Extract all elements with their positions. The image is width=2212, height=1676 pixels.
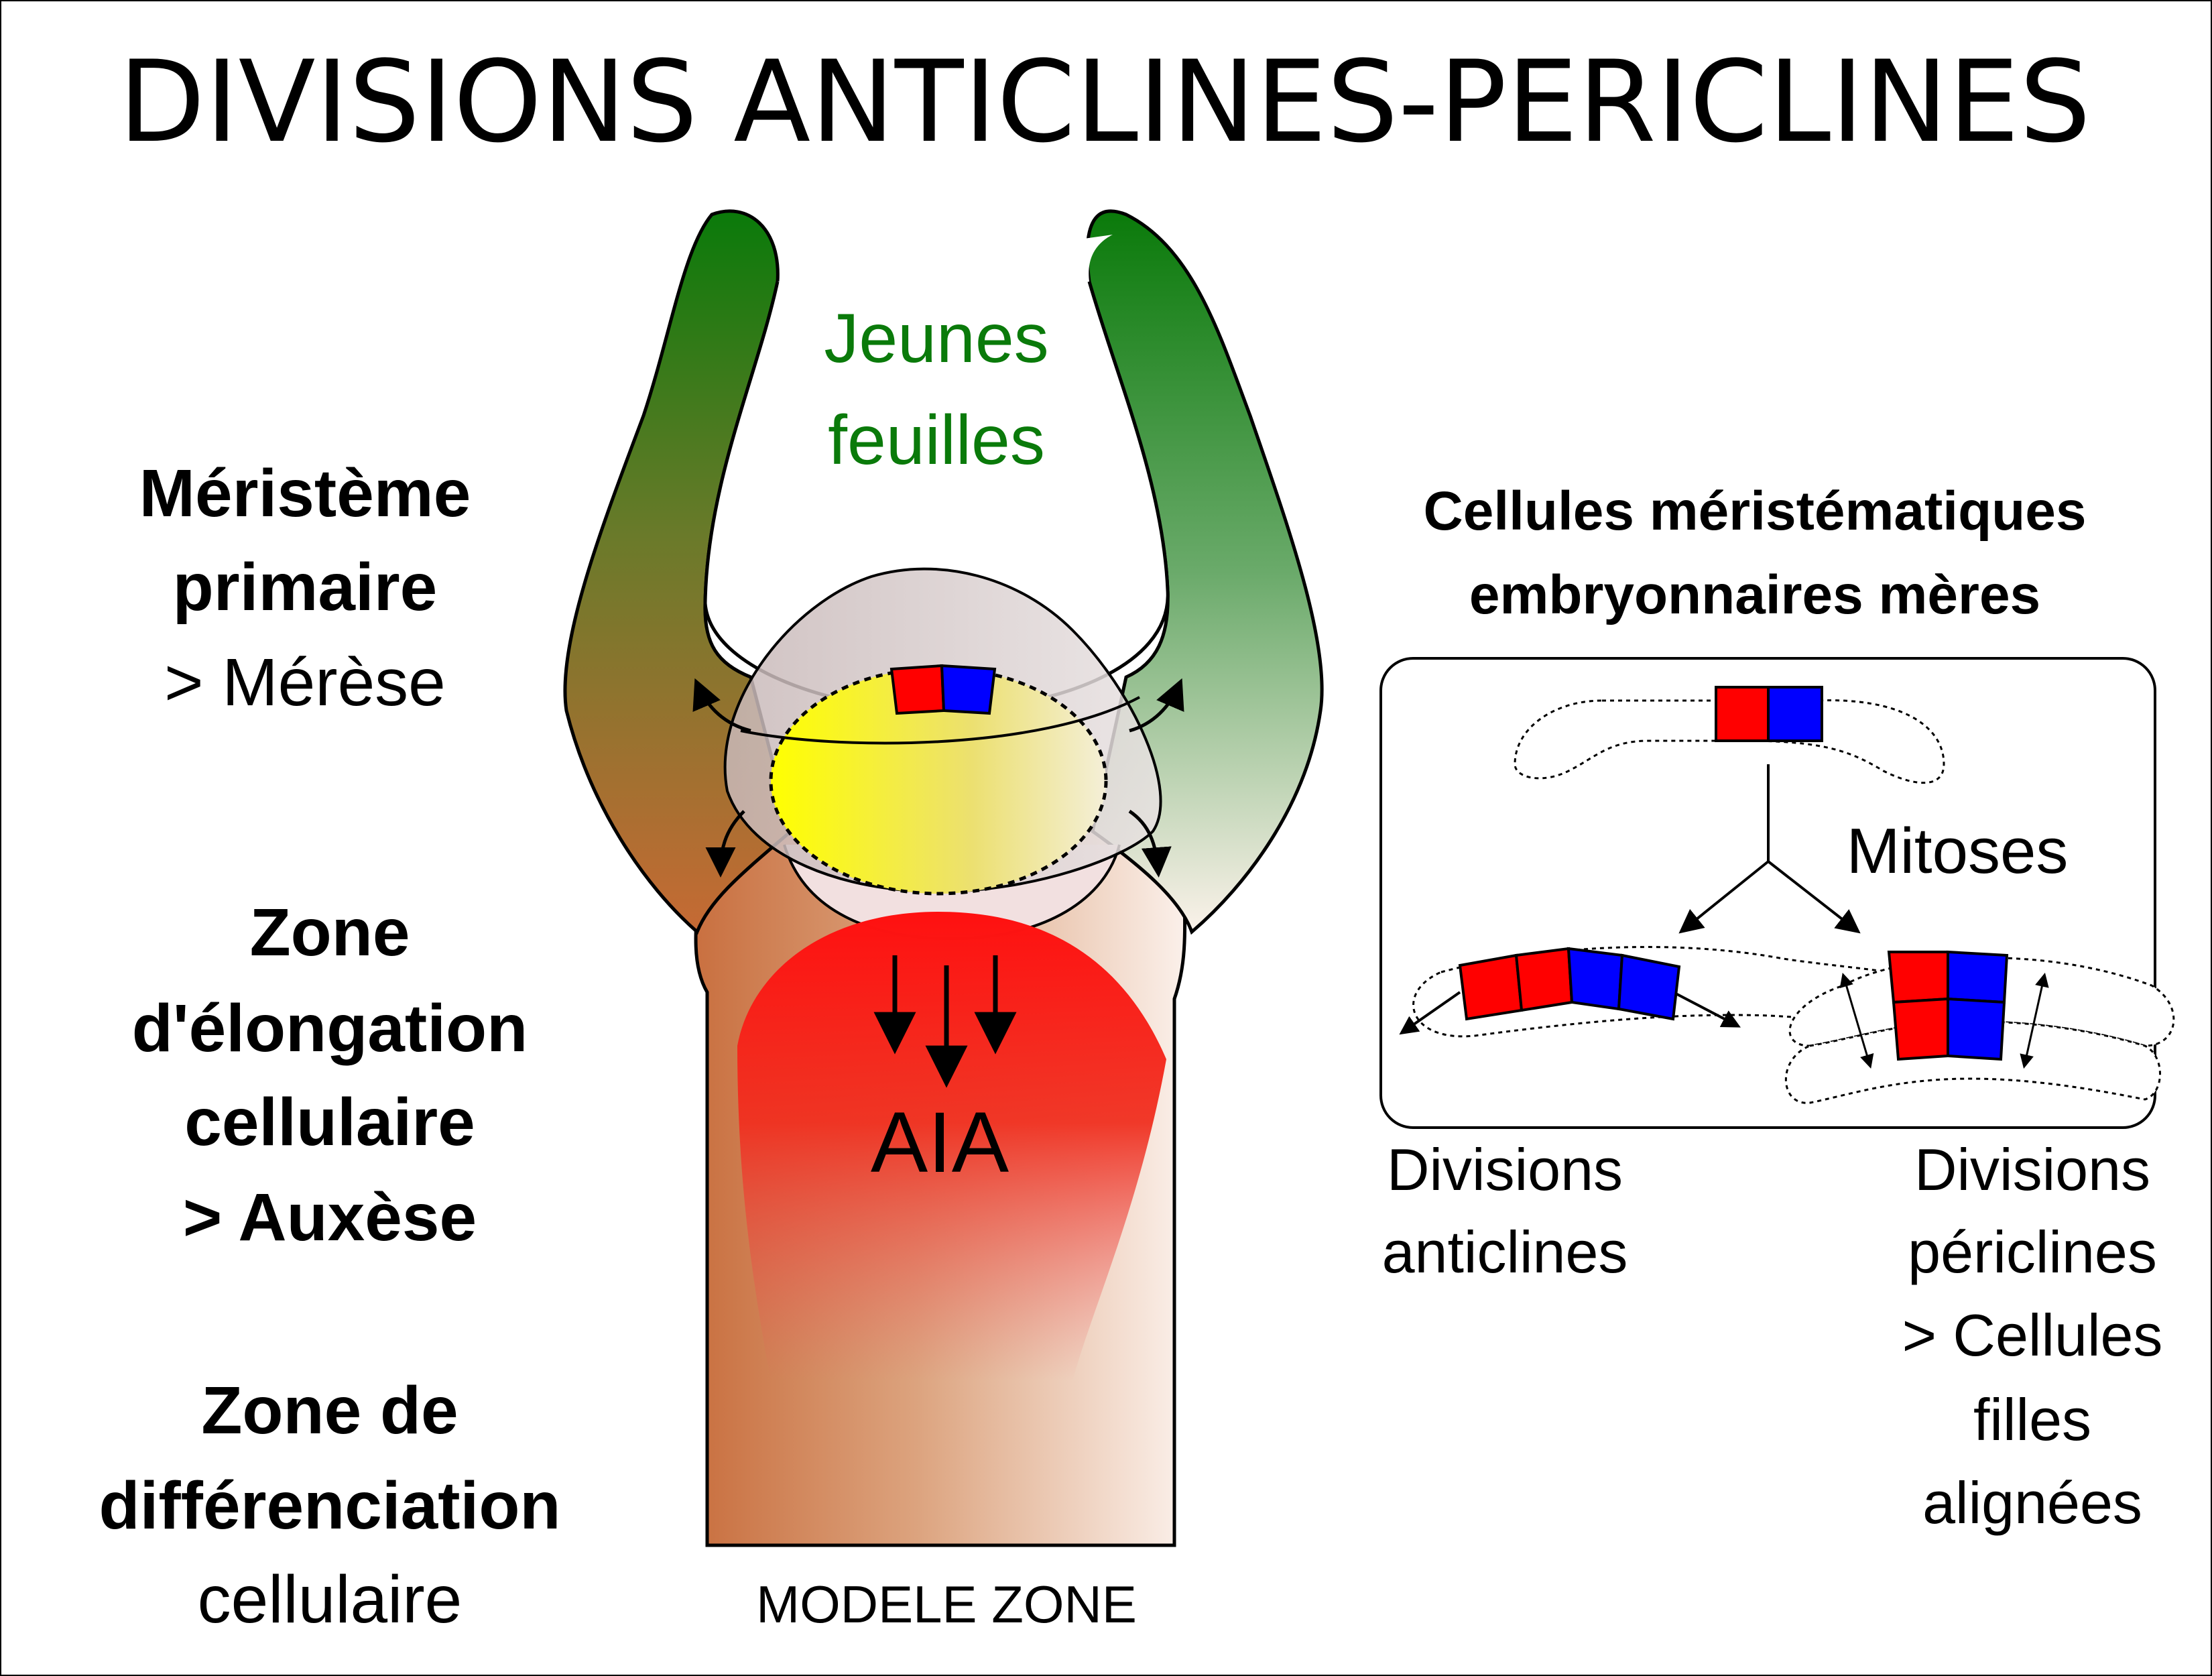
arrow-to-pericline (1767, 860, 1861, 934)
curved-arrow-lower-right (1128, 809, 1172, 878)
mother-cell-red (1715, 686, 1770, 742)
curved-arrow-lower-left (705, 810, 745, 878)
differentiation-zone-line2: différenciation (99, 1468, 561, 1543)
pericline-caption-line1: Divisions (1914, 1136, 2150, 1203)
primary-meristem-line1: Méristème (139, 456, 471, 531)
anticline-arrow-left (1399, 991, 1461, 1035)
left-zone-labels: Méristème primaire > Mérèse Zone d'élong… (99, 456, 561, 1637)
inner-leaf-gap (705, 235, 1168, 711)
mother-cell-outline (1514, 699, 1945, 784)
anticline-caption-line2: anticlines (1382, 1219, 1628, 1285)
arrow-to-anticline (1678, 860, 1770, 934)
meristem-cell-blue (940, 664, 997, 715)
elongation-zone-line1: Zone (250, 895, 410, 970)
mitosis-arrows (1678, 764, 1861, 934)
anticline-cell-red-1 (1458, 953, 1524, 1021)
right-panel-title-line1: Cellules méristématiques (1424, 481, 2087, 542)
differentiation-zone-line1: Zone de (201, 1373, 458, 1448)
curved-arrow-upper-right (1129, 678, 1184, 733)
pericline-division-layer (1784, 950, 2175, 1104)
primary-meristem-line2: primaire (173, 550, 438, 625)
pericline-cell-red-bottom (1892, 997, 1949, 1061)
anticline-arrow-right (1675, 992, 1741, 1028)
mother-cell-blue (1767, 686, 1823, 742)
diagram-title: DIVISIONS ANTICLINES-PERICLINES (119, 36, 2091, 168)
leaves-label-line1: Jeunes (824, 300, 1048, 377)
anticline-cell-blue-2 (1617, 953, 1681, 1021)
anticline-caption-line1: Divisions (1387, 1136, 1623, 1203)
curved-arrow-upper-left (692, 678, 751, 733)
differentiation-zone-line3: cellulaire (198, 1562, 463, 1637)
mitoses-label: Mitoses (1847, 815, 2069, 887)
meristem-cell-pair (889, 664, 997, 715)
leaves-label-line2: feuilles (828, 402, 1045, 479)
pericline-cell-blue-top (1947, 950, 2009, 1004)
pericline-caption-line2: périclines (1908, 1219, 2157, 1285)
auxin-zone (737, 912, 1166, 1381)
plant-apex-drawing (563, 209, 1324, 1547)
anticline-cell-blue-1 (1566, 947, 1624, 1011)
pericline-inner-outline (1784, 1020, 2161, 1104)
pericline-cell-red-top (1887, 951, 1949, 1004)
right-panel-title-line2: embryonnaires mères (1469, 564, 2040, 625)
primary-meristem-sub: > Mérèse (164, 645, 446, 720)
elongation-zone-line4: > Auxèse (183, 1180, 477, 1255)
hormone-label: AIA (871, 1095, 1009, 1191)
mother-cell-layer (1514, 686, 1945, 784)
pericline-caption-line5: alignées (1922, 1470, 2142, 1536)
pericline-double-arrow-right (2020, 972, 2049, 1069)
pericline-double-arrow-left (1839, 972, 1874, 1069)
elongation-zone-line2: d'élongation (132, 991, 528, 1066)
bottom-caption: MODELE ZONE (756, 1575, 1137, 1634)
pericline-caption-line4: filles (1973, 1386, 2091, 1453)
elongation-zone-line3: cellulaire (184, 1085, 475, 1160)
anticline-cell-red-2 (1514, 947, 1574, 1012)
pericline-cell-blue-bottom (1947, 997, 2006, 1061)
pericline-caption-line3: > Cellules (1902, 1302, 2163, 1368)
meristem-cell-red (889, 664, 946, 715)
